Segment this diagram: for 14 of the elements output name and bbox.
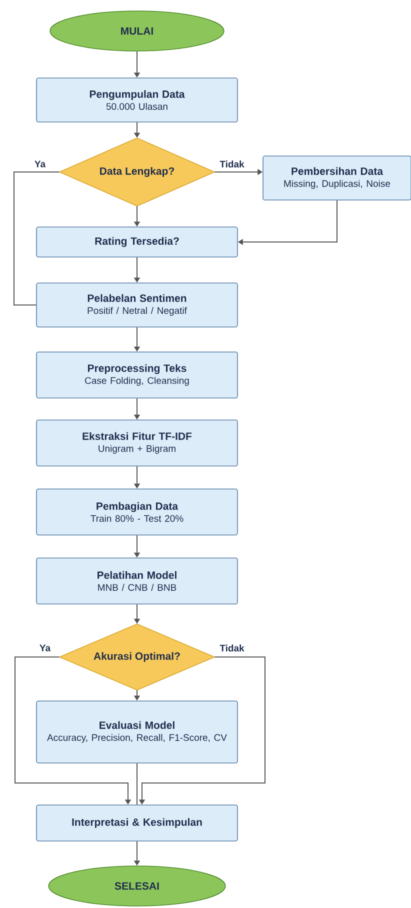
process-box: Pembersihan Data Missing, Duplicasi, Noise: [262, 156, 411, 200]
edge-label: Ya: [33, 160, 47, 168]
process-box: Interpretasi & Kesimpulan: [36, 804, 238, 842]
edge-label: Tidak: [218, 644, 246, 652]
process-box: Pengumpulan Data 50.000 Ulasan: [36, 78, 238, 122]
process-box: Pembagian Data Train 80% - Test 20%: [36, 488, 238, 536]
process-box: Pelabelan Sentimen Positif / Netral / Negatif: [36, 282, 238, 328]
process-box: Ekstraksi Fitur TF-IDF Unigram + Bigram: [36, 420, 238, 466]
process-box: Preprocessing Teks Case Folding, Cleansing: [36, 352, 238, 398]
process-box: Rating Tersedia?: [36, 226, 238, 258]
process-box: Evaluasi Model Accuracy, Precision, Recall, F1-Score, CV: [36, 700, 238, 764]
process-box: Pelatihan Model MNB / CNB / BNB: [36, 558, 238, 604]
edge-label: Tidak: [218, 160, 246, 168]
edge-label: Ya: [38, 644, 52, 652]
